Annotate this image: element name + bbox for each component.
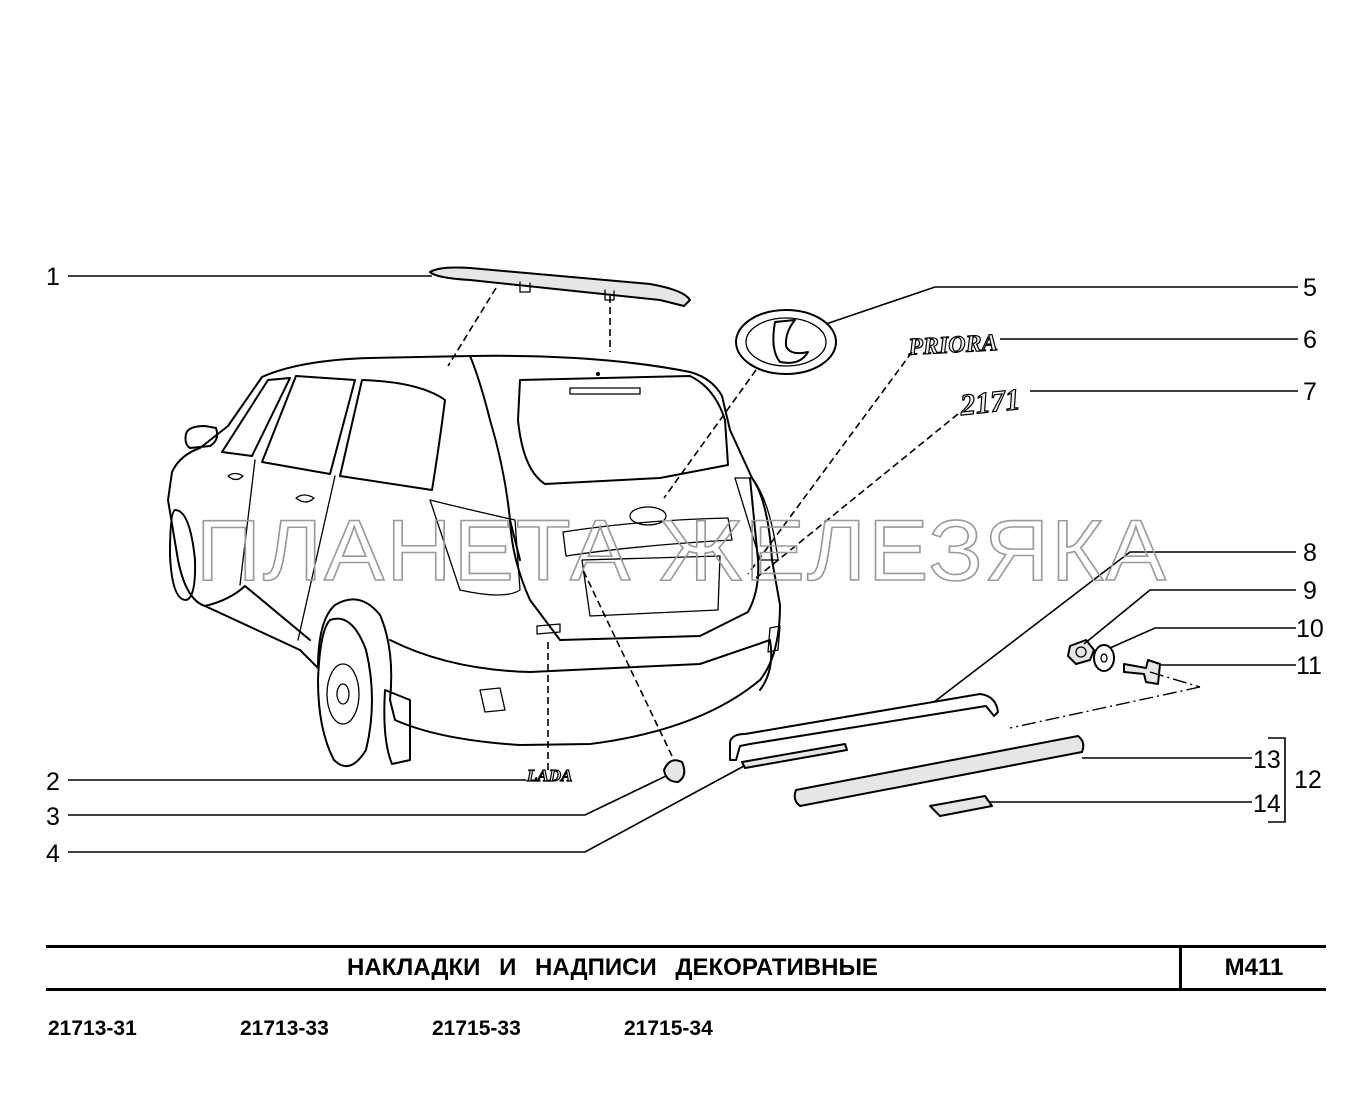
drawing-title: НАКЛАДКИ И НАДПИСИ ДЕКОРАТИВНЫЕ bbox=[347, 954, 878, 981]
callout-8: 8 bbox=[1303, 539, 1317, 567]
title-block: НАКЛАДКИ И НАДПИСИ ДЕКОРАТИВНЫЕ М411 bbox=[46, 945, 1326, 991]
rear-spoiler bbox=[429, 266, 691, 307]
callout-numbers: 1 2 3 4 5 6 7 8 9 10 11 12 13 14 bbox=[46, 263, 1324, 868]
callout-9: 9 bbox=[1303, 577, 1317, 605]
model-code-1: 21713-31 bbox=[48, 1017, 137, 1040]
callout-10: 10 bbox=[1296, 615, 1324, 643]
callout-13: 13 bbox=[1253, 746, 1281, 774]
priora-badge: PRIORA bbox=[907, 330, 999, 361]
model-code-3: 21715-33 bbox=[432, 1017, 521, 1040]
title-divider bbox=[1179, 948, 1182, 988]
model-number-badge: 2171 bbox=[958, 383, 1022, 422]
model-code-2: 21713-33 bbox=[240, 1017, 329, 1040]
lada-nameplate: LADA bbox=[526, 766, 572, 785]
sheet-code: М411 bbox=[1224, 954, 1284, 981]
callout-14: 14 bbox=[1253, 790, 1281, 818]
callout-6: 6 bbox=[1303, 326, 1317, 354]
trim-parts bbox=[663, 639, 1161, 817]
callout-1: 1 bbox=[46, 263, 60, 291]
callout-12: 12 bbox=[1294, 766, 1322, 794]
callout-5: 5 bbox=[1303, 274, 1317, 302]
assembly-lines bbox=[447, 287, 1201, 770]
callout-3: 3 bbox=[46, 803, 60, 831]
callout-4: 4 bbox=[46, 840, 60, 868]
leader-lines bbox=[68, 275, 1298, 853]
callout-7: 7 bbox=[1303, 378, 1317, 406]
callout-11: 11 bbox=[1296, 652, 1322, 680]
callout-2: 2 bbox=[46, 768, 60, 796]
model-code-4: 21715-34 bbox=[624, 1017, 713, 1040]
watermark-text: ПЛАНЕТА ЖЕЛЕЗЯКА bbox=[196, 503, 1168, 599]
lada-emblem bbox=[735, 309, 837, 375]
